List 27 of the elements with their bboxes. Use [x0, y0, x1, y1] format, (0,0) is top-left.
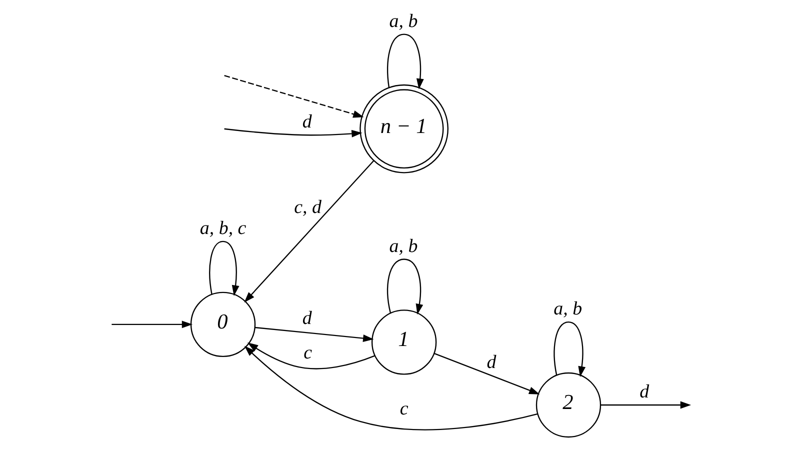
- arrow: [244, 346, 538, 430]
- arrow: [434, 352, 540, 394]
- node-circle: 1: [370, 310, 436, 375]
- edge-label: a, b: [388, 236, 418, 257]
- arrow: [553, 321, 586, 377]
- edge-label: d: [302, 111, 312, 132]
- arrow: [386, 34, 424, 90]
- arrow: [254, 326, 374, 342]
- arrow: [600, 401, 691, 409]
- arrow: [246, 342, 375, 370]
- arrow: [111, 320, 192, 328]
- edge-label: d: [302, 308, 312, 330]
- arrow: [244, 160, 374, 303]
- arrow: [386, 258, 423, 315]
- edge-label: c: [399, 398, 408, 420]
- node-circle: n − 1: [359, 84, 448, 174]
- edge-label: d: [639, 382, 649, 403]
- edge-label: c, d: [294, 196, 321, 218]
- node-circle: 2: [535, 372, 601, 438]
- arrow: [208, 240, 239, 296]
- edge-label: c: [303, 342, 312, 364]
- edge-label: a, b: [553, 298, 582, 320]
- edge-label: a, b: [388, 10, 418, 32]
- arrow: [224, 128, 362, 138]
- edge-label: d: [486, 352, 496, 374]
- arrow: [224, 74, 364, 118]
- edge-label: a, b, c: [199, 218, 246, 240]
